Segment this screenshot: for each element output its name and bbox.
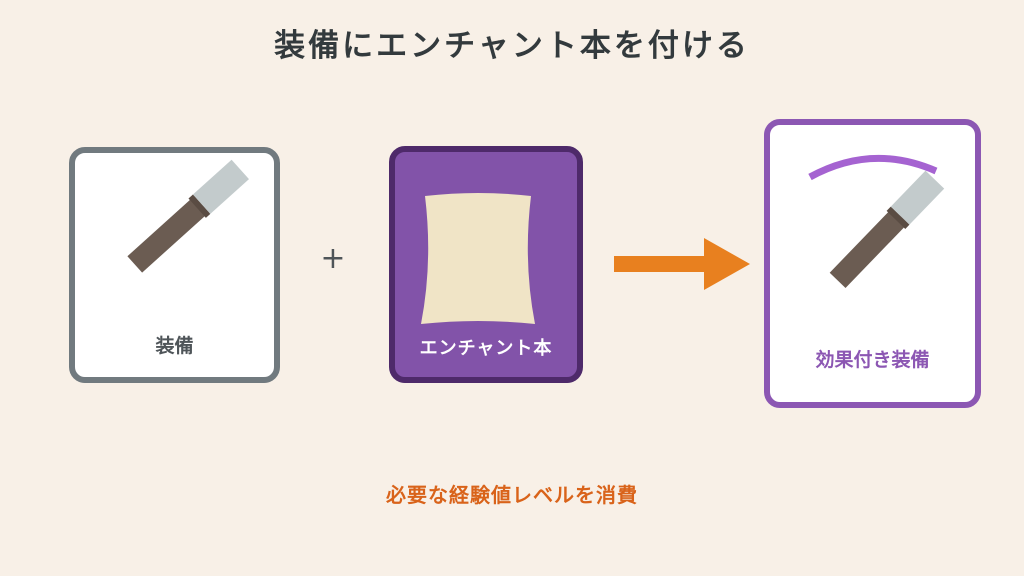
- arrow-shaft: [614, 256, 710, 272]
- enchanted-equipment-card: 効果付き装備: [764, 119, 981, 408]
- enchanted-equipment-label: 効果付き装備: [815, 349, 930, 371]
- enchant-glow-arc: [808, 154, 938, 181]
- sword-handle: [829, 207, 909, 288]
- plus-operator: +: [320, 241, 346, 276]
- enchanted-book-icon: [421, 193, 535, 324]
- enchanted-book-label: エンチャント本: [419, 338, 553, 359]
- right-arrow-icon: [614, 238, 750, 290]
- sword-blade: [192, 159, 249, 214]
- sword-guard: [886, 206, 910, 229]
- book-page: [421, 193, 535, 324]
- equipment-label: 装備: [155, 335, 194, 357]
- enchanted-book-card: エンチャント本: [389, 146, 583, 383]
- enchanted-sword-icon: [808, 154, 945, 288]
- xp-cost-note: 必要な経験値レベルを消費: [386, 483, 638, 507]
- sword-icon: [127, 159, 249, 273]
- equipment-card: 装備: [69, 147, 280, 383]
- sword-blade: [890, 170, 945, 225]
- sword-guard: [188, 194, 211, 218]
- arrow-head: [704, 238, 750, 290]
- sword-handle: [127, 196, 210, 273]
- page-title: 装備にエンチャント本を付ける: [274, 28, 750, 64]
